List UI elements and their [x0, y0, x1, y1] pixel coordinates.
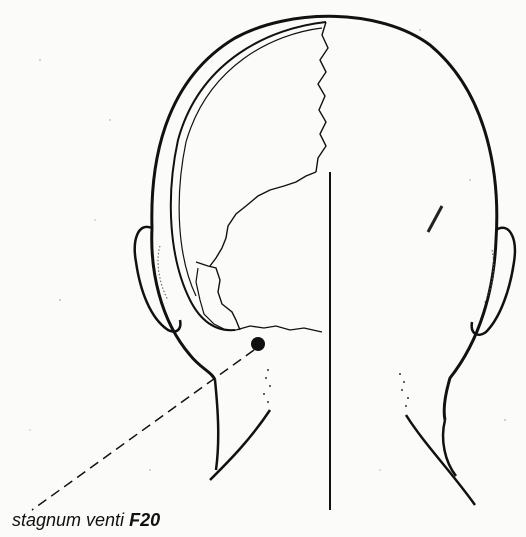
paper-speckles — [29, 29, 505, 470]
mastoid-detail — [196, 268, 236, 330]
acupoint-name: stagnum venti — [12, 510, 124, 530]
acupoint-marker — [251, 337, 265, 351]
acupoint-label: stagnum venti F20 — [12, 510, 160, 531]
skull-inner-outline — [171, 22, 326, 330]
skull-inner-outline-2 — [179, 28, 322, 296]
neck-left — [215, 380, 218, 470]
right-ear — [472, 228, 515, 335]
occipital-detail — [196, 262, 240, 330]
head-left-side — [152, 228, 215, 380]
scalp-mark — [428, 206, 442, 232]
head-outline — [152, 16, 497, 420]
neck-stippling — [263, 369, 409, 407]
acupoint-code: F20 — [129, 510, 160, 530]
shoulder-right — [406, 415, 475, 505]
occipital-ridge — [236, 326, 322, 332]
leader-line — [32, 350, 254, 510]
lambdoid-suture — [210, 172, 316, 266]
sagittal-suture — [316, 22, 328, 172]
